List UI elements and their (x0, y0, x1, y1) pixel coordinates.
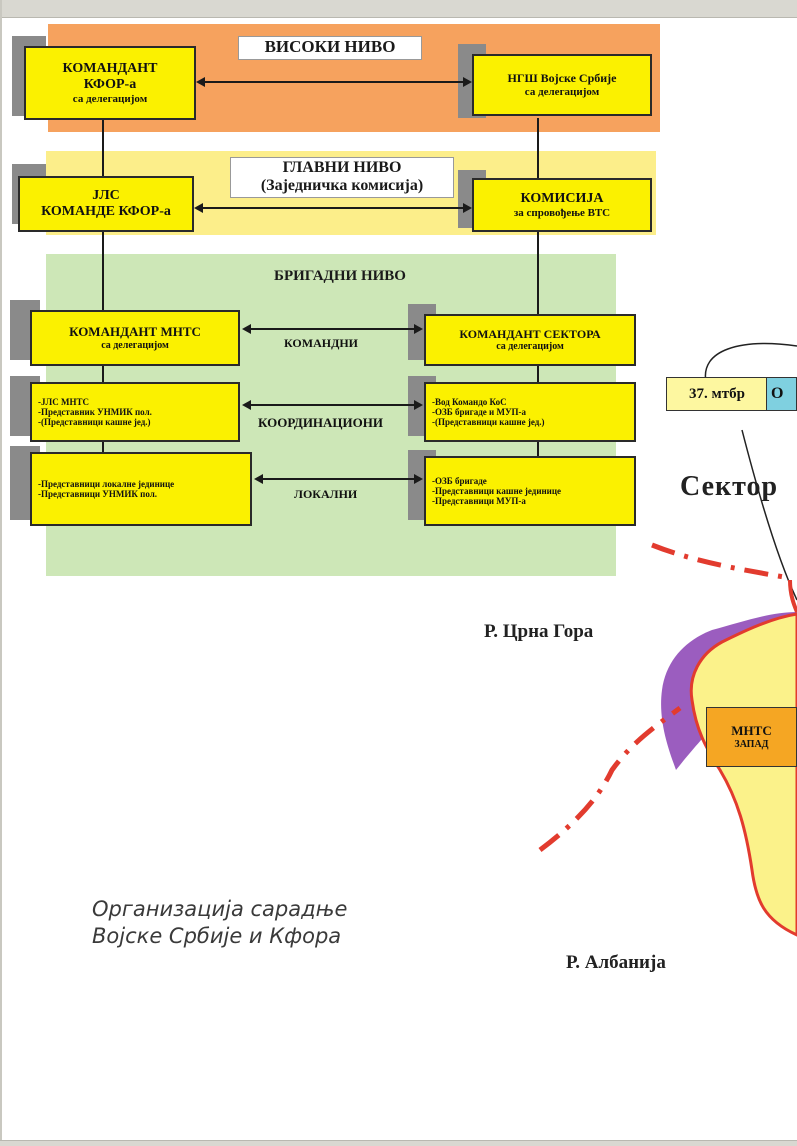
ngs-army-box: НГШ Војске Србије са делегацијом (472, 54, 652, 116)
mnts-commander-box: КОМАНДАНТ МНТС са делегацијом (30, 310, 240, 366)
high-level-title: ВИСОКИ НИВО (238, 36, 422, 60)
brigade-37-box: 37. мтбр (666, 377, 768, 411)
coordination-arrow (244, 404, 420, 406)
mnts-coordination-box: -ЈЛС МНТС -Представник УНМИК пол. -(Пред… (30, 382, 240, 442)
pointer-line (741, 429, 797, 601)
arrow-right-icon (414, 324, 423, 334)
connector-curve (704, 342, 797, 383)
command-label: КОМАНДНИ (284, 336, 358, 350)
sector-text: Сектор (680, 471, 779, 502)
arrow-left-icon (194, 203, 203, 213)
window-bottom-frame (0, 1140, 797, 1146)
coordination-label: КООРДИНАЦИОНИ (258, 415, 383, 430)
window-left-frame (0, 0, 2, 1145)
command-arrow (244, 328, 420, 330)
right-spine-line (537, 118, 539, 496)
main-level-arrow (196, 207, 470, 209)
brigade-level-title: БРИГАДНИ НИВО (274, 268, 406, 284)
arrow-right-icon (414, 474, 423, 484)
arrow-right-icon (463, 203, 472, 213)
main-level-title: ГЛАВНИ НИВО (Заједничка комисија) (230, 157, 454, 198)
mnts-west-box: МНТС ЗАПАД (706, 707, 797, 767)
cut-cyan-box: О (766, 377, 797, 411)
arrow-right-icon (414, 400, 423, 410)
albania-label: Р. Албанија (566, 952, 666, 973)
montenegro-label: Р. Црна Гора (484, 621, 594, 642)
border-red-right (788, 579, 797, 613)
window-top-frame (0, 0, 797, 18)
arrow-right-icon (463, 77, 472, 87)
local-label: ЛОКАЛНИ (294, 487, 358, 501)
yellow-territory (689, 612, 797, 937)
high-level-arrow (198, 81, 470, 83)
mnts-local-box: -Представници локалне јединице -Представ… (30, 452, 252, 526)
arrow-left-icon (254, 474, 263, 484)
local-arrow (256, 478, 420, 480)
jcs-kfor-box: ЈЛС КОМАНДЕ КФОР-а (18, 176, 194, 232)
arrow-left-icon (242, 400, 251, 410)
commission-box: КОМИСИЈА за спровођење ВТС (472, 178, 652, 232)
kfor-commander-box: КОМАНДАНТ КФОР-а са делегацијом (24, 46, 196, 120)
arrow-left-icon (196, 77, 205, 87)
sector-local-box: -ОЗБ бригаде -Представници кашне јединиц… (424, 456, 636, 526)
border-dashed-top (651, 542, 791, 581)
figure-caption: Организација сарадње Војске Србије и Кфо… (92, 897, 348, 949)
sector-commander-box: КОМАНДАНТ СЕКТОРА са делегацијом (424, 314, 636, 366)
arrow-left-icon (242, 324, 251, 334)
border-dashed-left (538, 705, 682, 852)
left-spine-line (102, 118, 104, 496)
sector-coordination-box: -Вод Командо КоС -ОЗБ бригаде и МУП-а -(… (424, 382, 636, 442)
